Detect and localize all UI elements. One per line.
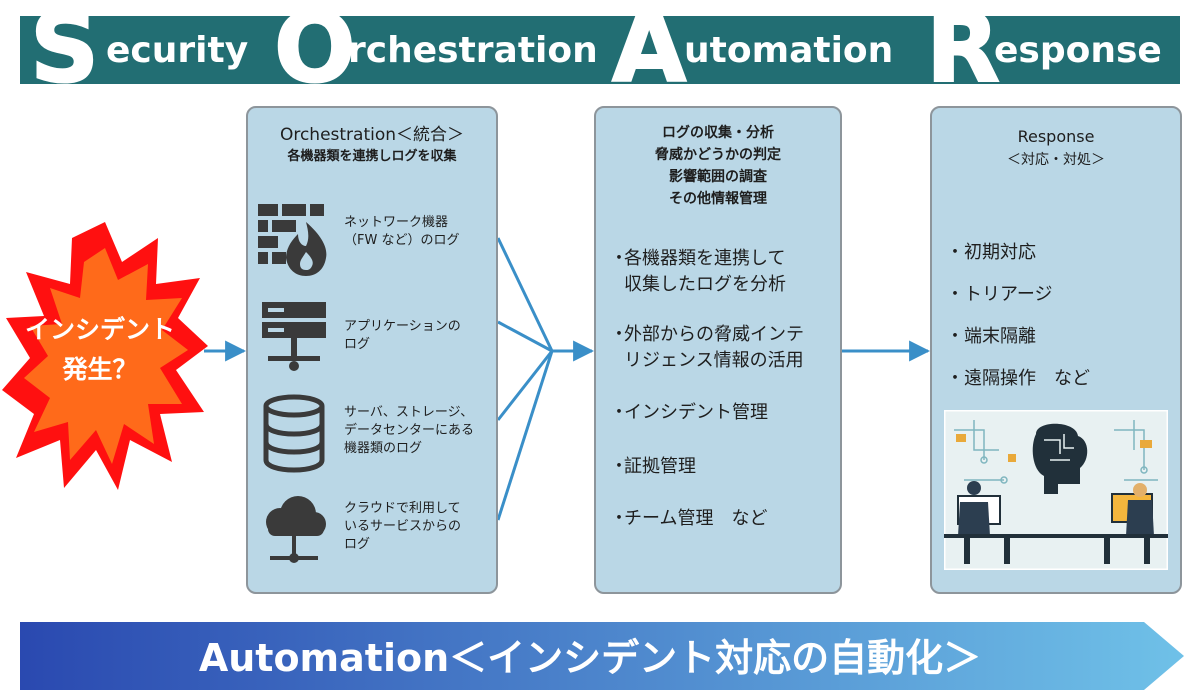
title-word-security: ecurity (106, 30, 249, 71)
response-subheading: ＜対応・対処＞ (1007, 152, 1105, 168)
analysis-bullet-line: インシデント管理 (624, 402, 768, 423)
analysis-bullet-line: チーム管理 など (624, 508, 768, 529)
source-text-line: （FW など）のログ (344, 233, 460, 248)
response-bullet: ・初期対応 (946, 240, 1174, 266)
response-bullet-text: 初期対応 (964, 242, 1036, 263)
response-bullet: ・端末隔離 (946, 324, 1174, 350)
orchestration-heading: Orchestration＜統合＞ (279, 125, 465, 145)
source-text-line: アプリケーションの (344, 319, 461, 334)
title-banner (20, 16, 1180, 84)
bullet-dot: ・ (610, 508, 628, 529)
source-text-line: データセンターにある (344, 423, 475, 438)
analysis-bullet-line: 外部からの脅威インテ (624, 324, 804, 345)
bullet-dot: ・ (610, 402, 628, 423)
analysis-heading-line: 影響範囲の調査 (669, 169, 767, 185)
connector-source-1 (496, 237, 554, 352)
analysis-heading-line: ログの収集・分析 (662, 125, 774, 141)
ai-operators-illustration (944, 410, 1168, 570)
bullet-dot: ・ (610, 456, 628, 477)
analysis-heading: ログの収集・分析 脅威かどうかの判定 影響範囲の調査 その他情報管理 (596, 122, 840, 210)
title-letter-r: R (925, 0, 1001, 104)
response-bullet-text: 端末隔離 (964, 326, 1036, 347)
analysis-bullet: ・ 各機器類を連携して 収集したログを分析 (610, 246, 838, 298)
automation-label: Automation＜インシデント対応の自動化＞ (198, 636, 982, 680)
connector-source-2 (497, 320, 553, 353)
incident-label-line1: インシデント (24, 315, 175, 344)
automation-banner-arrow (20, 622, 1184, 690)
response-bullet-text: トリアージ (964, 284, 1053, 305)
bullet-dot: ・ (946, 242, 964, 263)
source-text-line: ネットワーク機器 (344, 215, 449, 230)
title-letter-o: O (273, 0, 357, 104)
analysis-bullet: ・ インシデント管理 (610, 400, 838, 426)
analysis-bullet-line: リジェンス情報の活用 (624, 350, 804, 371)
title-word-automation: utomation (684, 30, 894, 71)
source-applications-text: アプリケーションの ログ (344, 318, 494, 354)
bullet-dot: ・ (610, 248, 628, 269)
analysis-bullet: ・ 外部からの脅威インテ リジェンス情報の活用 (610, 322, 838, 374)
analysis-bullet: ・ 証拠管理 (610, 454, 838, 480)
source-text-line: クラウドで利用して (344, 501, 461, 516)
incident-label-line2: 発生？ (62, 355, 138, 384)
source-text-line: サーバ、ストレージ、 (344, 405, 474, 420)
bullet-dot: ・ (610, 324, 628, 345)
bullet-dot: ・ (946, 368, 964, 389)
response-heading: Response (1017, 127, 1095, 146)
analysis-bullet-line: 証拠管理 (624, 456, 696, 477)
analysis-bullet-line: 収集したログを分析 (624, 274, 786, 295)
analysis-bullet-line: 各機器類を連携して (624, 248, 786, 269)
source-text-line: ログ (344, 337, 371, 352)
analysis-bullet: ・ チーム管理 など (610, 506, 838, 532)
bullet-dot: ・ (946, 284, 964, 305)
incident-burst-icon (2, 222, 208, 490)
database-icon (263, 394, 325, 473)
connector-source-3 (496, 350, 554, 421)
title-letter-a: A (611, 0, 687, 104)
title-letter-s: S (29, 0, 100, 104)
title-word-response: esponse (994, 30, 1162, 71)
response-bullet-text: 遠隔操作 など (964, 368, 1090, 389)
source-text-line: ログ (344, 537, 371, 552)
analysis-heading-line: その他情報管理 (669, 191, 767, 207)
response-panel: Response ＜対応・対処＞ ・初期対応 ・トリアージ ・端末隔離 ・遠隔操… (930, 106, 1182, 594)
source-text-line: いるサービスからの (344, 519, 462, 534)
source-servers-storage-text: サーバ、ストレージ、 データセンターにある 機器類のログ (344, 404, 494, 458)
title-word-orchestration: rchestration (348, 30, 598, 71)
orchestration-panel: Orchestration＜統合＞ 各機器類を連携しログを収集 ネットワーク機器… (246, 106, 498, 594)
cloud-network-icon (266, 496, 326, 563)
incident-label: インシデント 発生？ (20, 310, 180, 390)
response-bullet: ・トリアージ (946, 282, 1174, 308)
connector-source-4 (496, 350, 554, 521)
source-text-line: 機器類のログ (344, 441, 423, 456)
bullet-dot: ・ (946, 326, 964, 347)
analysis-heading-line: 脅威かどうかの判定 (655, 147, 781, 163)
server-icon (262, 302, 326, 371)
source-network-devices-text: ネットワーク機器 （FW など）のログ (344, 214, 494, 250)
orchestration-subheading: 各機器類を連携しログを収集 (287, 149, 457, 164)
response-bullet: ・遠隔操作 など (946, 366, 1174, 392)
analysis-panel: ログの収集・分析 脅威かどうかの判定 影響範囲の調査 その他情報管理 ・ 各機器… (594, 106, 842, 594)
source-cloud-services-text: クラウドで利用して いるサービスからの ログ (344, 500, 494, 554)
firewall-icon (258, 204, 327, 276)
